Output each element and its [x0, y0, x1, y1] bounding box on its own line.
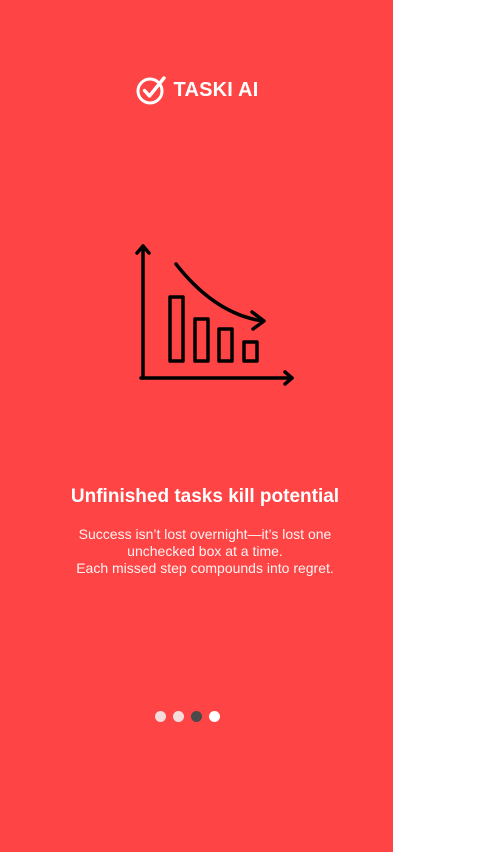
onboarding-screen: TASKI AI Unfinished tasks kill potential…: [0, 0, 393, 852]
page-dot-2[interactable]: [173, 711, 184, 722]
description-line: Each missed step compounds into regret.: [76, 560, 334, 576]
brand-name: TASKI AI: [173, 79, 259, 101]
page-dot-3-active[interactable]: [191, 711, 202, 722]
page-dot-4[interactable]: [209, 711, 220, 722]
page-indicator: [155, 711, 220, 722]
onboarding-title: Unfinished tasks kill potential: [70, 486, 340, 507]
onboarding-description: Success isn’t lost overnight—it’s lost o…: [46, 526, 364, 577]
declining-bar-chart-icon: [135, 244, 294, 386]
page-dot-1[interactable]: [155, 711, 166, 722]
empty-area: [393, 0, 498, 852]
check-circle-icon: [136, 76, 166, 105]
brand-header: TASKI AI: [0, 74, 393, 106]
description-line: Success isn’t lost overnight—it’s lost o…: [78, 526, 332, 542]
description-line: unchecked box at a time.: [127, 543, 283, 559]
